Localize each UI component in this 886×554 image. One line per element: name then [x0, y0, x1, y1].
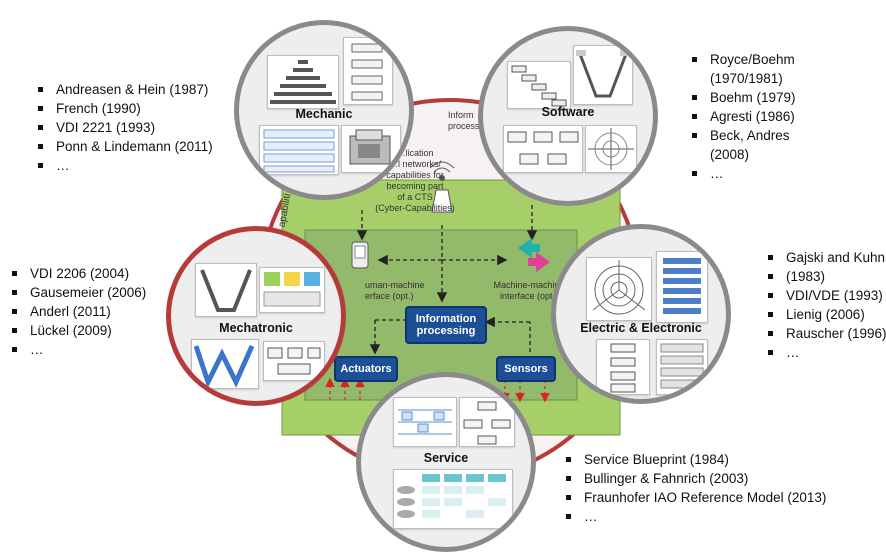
reference-list-item: Service Blueprint (1984) — [564, 450, 826, 469]
reference-list-item: VDI/VDE (1993) — [766, 286, 886, 305]
reference-list-item: VDI 2221 (1993) — [36, 118, 213, 137]
service-thumb-blueprint — [393, 397, 457, 447]
mechanic-thumb-cad — [341, 125, 401, 173]
handheld-device-icon — [351, 241, 369, 269]
mechatronic-title: Mechatronic — [219, 321, 293, 335]
mechatronic-thumb-colored — [259, 267, 325, 313]
information-processing-node[interactable]: Information processing — [405, 306, 487, 344]
electric-electronic-title: Electric & Electronic — [580, 321, 702, 335]
mechanic-references-list: Andreasen & Hein (1987)French (1990)VDI … — [36, 80, 213, 175]
sensors-node[interactable]: Sensors — [496, 356, 556, 382]
reference-list-item: Gajski and Kuhn — [766, 248, 886, 267]
reference-list-item: Fraunhofer IAO Reference Model (2013) — [564, 488, 826, 507]
service-thumb-tree — [459, 397, 515, 447]
electric-thumb-list — [656, 339, 708, 395]
software-thumb-spiral — [585, 125, 637, 173]
mechanic-thumb-pyramid — [267, 55, 339, 109]
mechatronic-thumb-process — [263, 341, 325, 381]
reference-list-item: Ponn & Lindemann (2011) — [36, 137, 213, 156]
mechatronic-circle[interactable]: Mechatronic — [166, 226, 346, 406]
reference-list-item: Boehm (1979) — [690, 88, 810, 107]
reference-list-item: Rauscher (1996) — [766, 324, 886, 343]
reference-list-item: French (1990) — [36, 99, 213, 118]
machine-interface-icon — [518, 238, 550, 272]
top-info-processing-label: Inform processi — [448, 110, 482, 131]
reference-list-item: Bullinger & Fahnrich (2003) — [564, 469, 826, 488]
reference-list-item: Anderl (2011) — [10, 302, 146, 321]
reference-list-item: … — [766, 343, 886, 362]
software-circle[interactable]: Software — [478, 26, 658, 206]
reference-list-item: Beck, Andres (2008) — [690, 126, 810, 164]
reference-list-item: Lienig (2006) — [766, 305, 886, 324]
software-references-list: Royce/Boehm (1970/1981)Boehm (1979)Agres… — [690, 50, 810, 183]
mechanic-circle[interactable]: Mechanic — [234, 20, 414, 200]
reference-list-item: (1983) — [766, 267, 886, 286]
mmi-label: Machine-machine interface (opt.) — [493, 280, 565, 301]
service-title: Service — [423, 451, 469, 465]
reference-list-item: … — [564, 507, 826, 526]
reference-list-item: Lückel (2009) — [10, 321, 146, 340]
mechanic-title: Mechanic — [295, 107, 353, 121]
service-references-list: Service Blueprint (1984)Bullinger & Fahn… — [564, 450, 826, 526]
service-thumb-reference-model — [393, 469, 513, 529]
software-thumb-flow — [503, 125, 583, 173]
mechanic-thumb-table — [259, 125, 339, 175]
software-thumb-waterfall — [507, 61, 571, 109]
reference-list-item: Andreasen & Hein (1987) — [36, 80, 213, 99]
mechanic-thumb-process — [343, 37, 393, 105]
electric-thumb-flow — [596, 339, 650, 395]
service-circle[interactable]: Service — [356, 372, 536, 552]
electric-references-list: Gajski and Kuhn(1983)VDI/VDE (1993)Lieni… — [766, 248, 886, 362]
reference-list-item: … — [10, 340, 146, 359]
mechatronic-references-list: VDI 2206 (2004)Gausemeier (2006)Anderl (… — [10, 264, 146, 359]
reference-list-item: … — [690, 164, 810, 183]
antenna-icon — [429, 161, 455, 213]
actuators-node[interactable]: Actuators — [334, 356, 398, 382]
reference-list-item: VDI 2206 (2004) — [10, 264, 146, 283]
hmi-label: uman-machine erface (opt.) — [365, 280, 425, 301]
mechatronic-thumb-vmodel — [195, 263, 257, 317]
reference-list-item: Royce/Boehm (1970/1981) — [690, 50, 810, 88]
software-thumb-vmodel — [573, 45, 633, 105]
reference-list-item: … — [36, 156, 213, 175]
electric-thumb-stack — [656, 251, 708, 323]
software-title: Software — [541, 105, 595, 119]
reference-list-item: Agresti (1986) — [690, 107, 810, 126]
electric-electronic-circle[interactable]: Electric & Electronic — [551, 224, 731, 404]
mechatronic-thumb-w-model — [191, 339, 259, 389]
electric-thumb-ychart — [586, 257, 652, 321]
reference-list-item: Gausemeier (2006) — [10, 283, 146, 302]
